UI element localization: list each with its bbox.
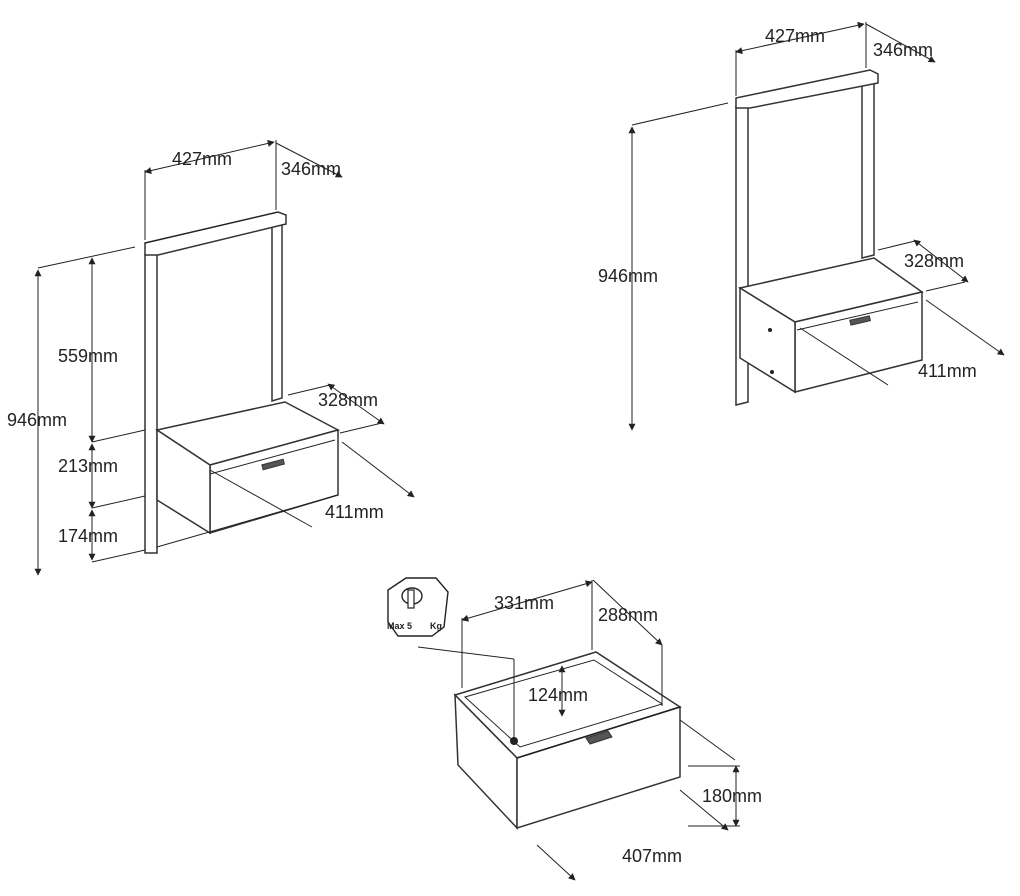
right-depth-label: 346mm bbox=[873, 40, 933, 60]
max-load-badge: Max 5 Kg bbox=[387, 577, 515, 741]
max-load-unit: Kg bbox=[430, 621, 442, 631]
drawer-detail: Max 5 Kg 331mm 288mm 124mm 180mm 407mm bbox=[387, 577, 762, 881]
drawer-front-height-label: 180mm bbox=[702, 786, 762, 806]
right-total-height-label: 946mm bbox=[598, 266, 658, 286]
max-load-label: Max 5 bbox=[387, 621, 412, 631]
drawer-drawing bbox=[453, 651, 682, 830]
drawer-inner-width-label: 331mm bbox=[494, 593, 554, 613]
left-shelf-width-label: 411mm bbox=[325, 502, 384, 522]
drawer-front-width-label: 407mm bbox=[622, 846, 682, 866]
left-upper-height-label: 559mm bbox=[58, 346, 118, 366]
left-cabinet-drawing bbox=[144, 211, 341, 554]
drawer-inner-depth-label: 288mm bbox=[598, 605, 658, 625]
right-shelf-depth-label: 328mm bbox=[904, 251, 964, 271]
right-width-label: 427mm bbox=[765, 26, 825, 46]
left-drawer-height-label: 213mm bbox=[58, 456, 118, 476]
left-total-height-label: 946mm bbox=[7, 410, 67, 430]
right-shelf-width-label: 411mm bbox=[918, 361, 977, 381]
left-shelf-depth-label: 328mm bbox=[318, 390, 378, 410]
left-width-label: 427mm bbox=[172, 149, 232, 169]
right-cabinet-drawing bbox=[735, 69, 924, 406]
right-view: 427mm 346mm 946mm 328mm 411mm bbox=[598, 21, 1005, 431]
left-depth-label: 346mm bbox=[281, 159, 341, 179]
left-base-height-label: 174mm bbox=[58, 526, 118, 546]
drawer-inner-height-label: 124mm bbox=[528, 685, 588, 705]
left-view: 427mm 346mm 946mm 559mm 213mm 174mm 328m… bbox=[7, 140, 415, 576]
